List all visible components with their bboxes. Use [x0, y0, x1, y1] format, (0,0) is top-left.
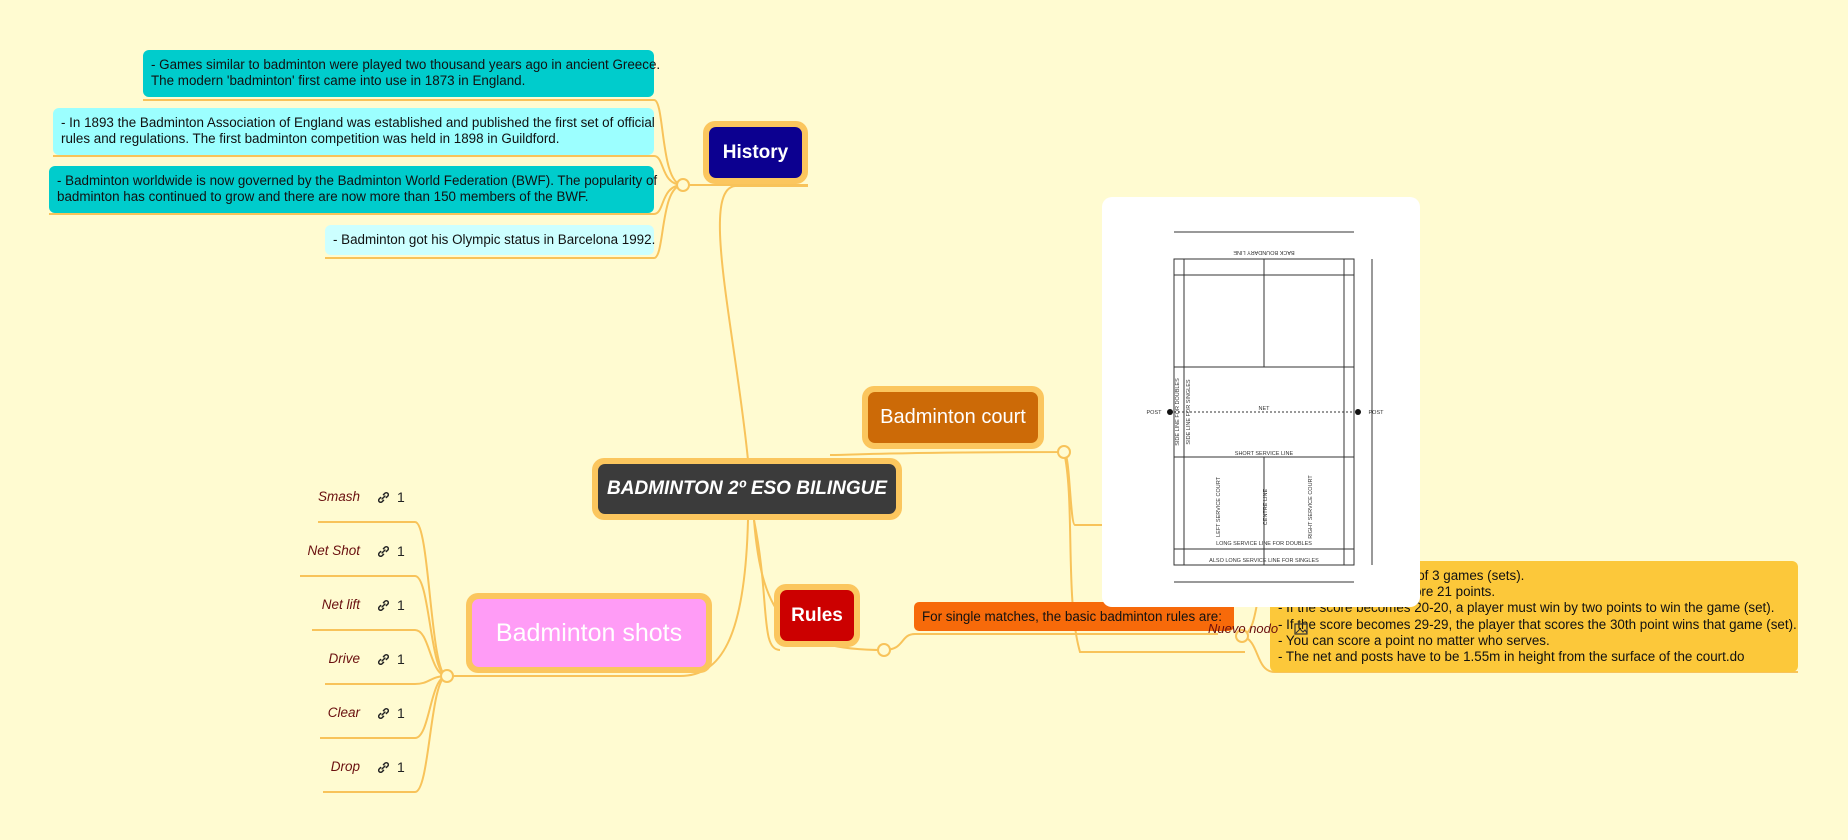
- link-icon: [378, 761, 389, 773]
- rules-label: Rules: [780, 590, 854, 641]
- nuevo-nodo-label[interactable]: Nuevo nodo: [1208, 621, 1279, 636]
- shots-node[interactable]: Badminton shots: [466, 593, 712, 673]
- link-icon: [378, 707, 389, 719]
- rules-detail-node[interactable]: - You have to win 2 out of 3 games (sets…: [1270, 561, 1798, 672]
- central-topic[interactable]: BADMINTON 2º ESO BILINGUE: [592, 458, 902, 520]
- court-node[interactable]: Badminton court: [862, 386, 1044, 449]
- shot-net-lift-links[interactable]: 1: [376, 597, 405, 613]
- shot-net-shot-label[interactable]: Net Shot: [307, 543, 360, 558]
- link-count: 1: [397, 597, 405, 613]
- court-text-side-singles: SIDE LINE FOR SINGLES: [1186, 379, 1192, 444]
- court-text-centre-line: CENTRE LINE: [1263, 488, 1269, 525]
- shots-label: Badminton shots: [472, 599, 706, 667]
- shot-clear-label[interactable]: Clear: [327, 705, 360, 720]
- shot-net-shot-links[interactable]: 1: [376, 543, 405, 559]
- central-topic-label: BADMINTON 2º ESO BILINGUE: [598, 464, 896, 514]
- court-text-back-boundary: BACK BOUNDARY LINE: [1233, 249, 1295, 255]
- link-count: 1: [397, 651, 405, 667]
- history-fact-4[interactable]: - Badminton got his Olympic status in Ba…: [325, 225, 655, 255]
- court-text-short-service: SHORT SERVICE LINE: [1235, 451, 1294, 457]
- rules-main-node[interactable]: For single matches, the basic badminton …: [914, 602, 1234, 631]
- court-text-post-left: POST: [1147, 410, 1163, 416]
- court-text-left-service: LEFT SERVICE COURT: [1216, 476, 1222, 537]
- court-text-right-service: RIGHT SERVICE COURT: [1308, 475, 1314, 539]
- shot-smash-label[interactable]: Smash: [317, 489, 360, 504]
- link-count: 1: [397, 489, 405, 505]
- link-icon: [378, 653, 389, 665]
- court-label: Badminton court: [868, 392, 1038, 443]
- court-text-net: NET: [1259, 406, 1271, 412]
- link-count: 1: [397, 705, 405, 721]
- shot-drop-links[interactable]: 1: [376, 759, 405, 775]
- history-fact-1[interactable]: - Games similar to badminton were played…: [143, 50, 660, 97]
- link-icon: [378, 491, 389, 503]
- court-text-long-service-doubles: LONG SERVICE LINE FOR DOUBLES: [1216, 541, 1312, 547]
- link-count: 1: [397, 543, 405, 559]
- rules-node[interactable]: Rules: [774, 584, 860, 647]
- court-diagram-image[interactable]: BACK BOUNDARY LINE LONG SERVICE LINE FOR…: [1102, 197, 1420, 607]
- shot-drive-links[interactable]: 1: [376, 651, 405, 667]
- link-count: 1: [397, 759, 405, 775]
- court-text-also-long-service: ALSO LONG SERVICE LINE FOR SINGLES: [1209, 558, 1319, 564]
- court-diagram: BACK BOUNDARY LINE LONG SERVICE LINE FOR…: [1147, 231, 1385, 583]
- history-label: History: [709, 127, 802, 178]
- history-node[interactable]: History: [703, 121, 808, 184]
- shot-smash-links[interactable]: 1: [376, 489, 405, 505]
- shot-net-lift-label[interactable]: Net lift: [321, 597, 360, 612]
- link-icon: [378, 599, 389, 611]
- image-icon[interactable]: [1294, 622, 1308, 636]
- history-fact-3[interactable]: - Badminton worldwide is now governed by…: [49, 166, 657, 213]
- link-icon: [378, 545, 389, 557]
- shot-clear-links[interactable]: 1: [376, 705, 405, 721]
- shot-drive-label[interactable]: Drive: [328, 651, 360, 666]
- court-text-side-doubles: SIDE LINE FOR DOUBLES: [1175, 378, 1181, 446]
- history-fact-2[interactable]: - In 1893 the Badminton Association of E…: [53, 108, 655, 155]
- court-text-post-right: POST: [1369, 410, 1385, 416]
- shot-drop-label[interactable]: Drop: [330, 759, 360, 774]
